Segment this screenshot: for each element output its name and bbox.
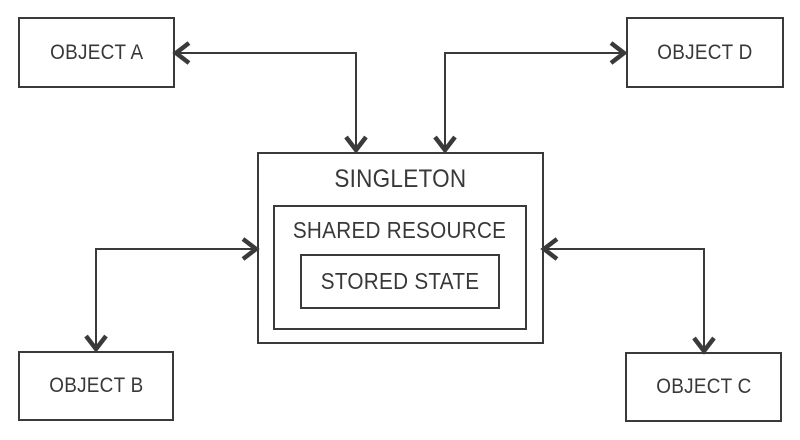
arrowhead-down-icon xyxy=(84,334,108,353)
arrow-singleton-object-a xyxy=(172,41,368,154)
arrow-singleton-object-c xyxy=(540,237,716,355)
object-d-box: OBJECT D xyxy=(626,17,784,88)
shared-resource-box: SHARED RESOURCE STORED STATE xyxy=(273,205,527,330)
arrow-a-shaft xyxy=(177,52,357,149)
arrowhead-right-icon xyxy=(609,41,628,65)
object-a-box: OBJECT A xyxy=(18,17,175,88)
arrowhead-left-icon xyxy=(540,237,559,261)
arrowhead-down-icon xyxy=(344,135,368,154)
object-c-label: OBJECT C xyxy=(655,375,752,398)
arrowhead-down-icon xyxy=(433,135,457,154)
object-c-box: OBJECT C xyxy=(625,352,782,422)
singleton-box: SINGLETON SHARED RESOURCE STORED STATE xyxy=(257,152,544,344)
arrow-c-shaft xyxy=(545,248,705,349)
arrowhead-left-icon xyxy=(172,41,191,65)
object-d-label: OBJECT D xyxy=(657,40,753,64)
arrow-b-shaft xyxy=(95,248,255,347)
arrow-singleton-object-b xyxy=(84,237,260,353)
singleton-title: SINGLETON xyxy=(259,154,542,205)
object-b-label: OBJECT B xyxy=(48,374,144,397)
singleton-label: SINGLETON xyxy=(334,165,467,193)
object-a-label: OBJECT A xyxy=(49,40,144,64)
stored-state-label: STORED STATE xyxy=(320,268,480,294)
arrowhead-right-icon xyxy=(241,237,260,261)
stored-state-box: STORED STATE xyxy=(300,254,500,309)
object-b-box: OBJECT B xyxy=(18,351,174,421)
arrow-singleton-object-d xyxy=(433,41,628,154)
shared-resource-label: SHARED RESOURCE xyxy=(293,217,507,243)
arrow-d-shaft xyxy=(444,52,623,149)
shared-resource-title: SHARED RESOURCE xyxy=(275,207,525,254)
arrowhead-down-icon xyxy=(692,336,716,355)
